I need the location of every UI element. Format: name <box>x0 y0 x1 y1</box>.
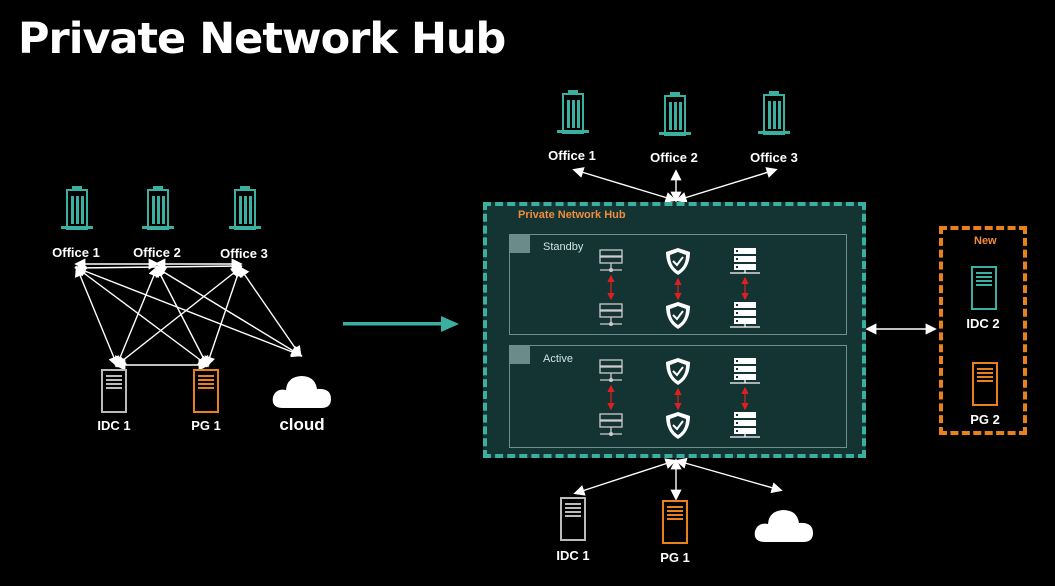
building-icon <box>557 90 589 134</box>
active-zone <box>509 345 847 448</box>
server-icon <box>560 497 586 541</box>
building-icon <box>142 186 174 230</box>
left-office-3-label: Office 3 <box>220 246 268 261</box>
cloud-icon <box>272 376 331 408</box>
standby-zone <box>509 234 847 335</box>
right-pg-label: PG 1 <box>660 550 690 565</box>
hub-title: Private Network Hub <box>518 209 626 221</box>
server-icon <box>972 362 998 406</box>
hub-devices <box>599 247 761 440</box>
building-icon <box>229 186 261 230</box>
zone-building-icon <box>510 235 530 253</box>
cloud-icon <box>754 510 813 542</box>
active-label: Active <box>543 353 573 365</box>
new-container <box>939 226 1027 435</box>
left-office-2-label: Office 2 <box>133 245 181 260</box>
right-office-3-label: Office 3 <box>750 150 798 165</box>
pg-2-label: PG 2 <box>970 412 1000 427</box>
new-label: New <box>974 235 997 247</box>
idc-2-label: IDC 2 <box>966 316 1000 331</box>
building-icon <box>61 186 93 230</box>
zone-building-icon <box>510 346 530 364</box>
right-idc-label: IDC 1 <box>556 548 590 563</box>
building-icon <box>659 92 691 136</box>
left-cloud-label: cloud <box>279 415 325 434</box>
server-icon <box>101 369 127 413</box>
right-office-1-label: Office 1 <box>548 148 596 163</box>
transition-arrow-icon <box>343 316 459 332</box>
server-icon <box>971 266 997 310</box>
building-icon <box>758 91 790 135</box>
server-icon <box>662 500 688 544</box>
left-idc-label: IDC 1 <box>97 418 131 433</box>
standby-label: Standby <box>543 241 584 253</box>
server-icon <box>193 369 219 413</box>
page-title: Private Network Hub <box>18 14 506 64</box>
right-office-2-label: Office 2 <box>650 150 698 165</box>
left-office-1-label: Office 1 <box>52 245 100 260</box>
left-pg-label: PG 1 <box>191 418 221 433</box>
